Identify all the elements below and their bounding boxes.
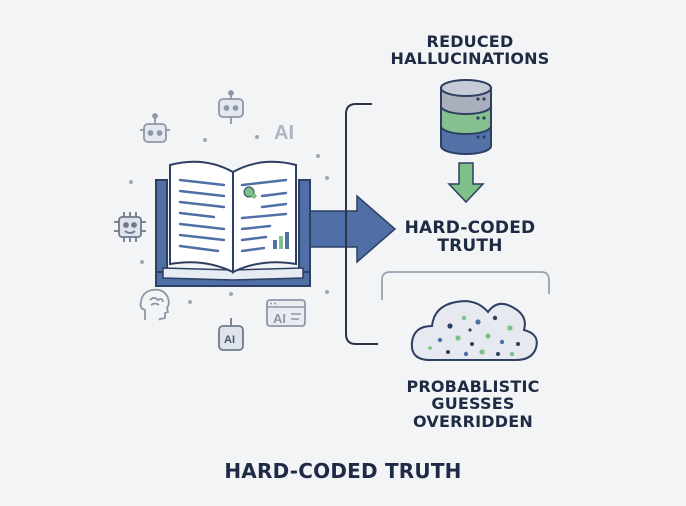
brain-head-icon [139, 288, 170, 321]
ai-window-label: AI [273, 311, 286, 326]
robot-head-icon [218, 90, 244, 124]
connector-bracket [345, 103, 378, 345]
ai-text-label: AI [274, 122, 294, 144]
label-line: REDUCED [426, 32, 514, 51]
label-reduced-hallucinations: REDUCED HALLUCINATIONS [386, 33, 554, 68]
arrow-right-icon [299, 194, 397, 264]
label-line: TRUTH [437, 236, 503, 257]
robot-chip-icon [114, 212, 146, 242]
ai-chip-icon: AI [218, 318, 244, 351]
ai-chip-label: AI [224, 334, 235, 346]
label-probablistic-guesses: PROBABLISTIC GUESSES OVERRIDDEN [398, 378, 548, 430]
label-line: PROBABLISTIC [406, 377, 540, 396]
decorative-dots [129, 135, 329, 304]
robot-icon [140, 113, 170, 143]
database-icon [440, 79, 492, 155]
ai-window-icon: AI [266, 299, 306, 327]
ai-text-icon: AI [274, 122, 294, 144]
cloud-frame [381, 271, 550, 300]
label-line: GUESSES [431, 394, 515, 414]
label-line: HALLUCINATIONS [390, 49, 550, 69]
title-text: HARD-CODED TRUTH [224, 459, 462, 483]
label-hard-coded-truth-middle: HARD-CODED TRUTH [397, 219, 543, 256]
cloud-icon [410, 300, 538, 361]
arrow-down-icon [447, 162, 485, 204]
label-line: OVERRIDDEN [413, 411, 533, 431]
page-title: HARD-CODED TRUTH [173, 459, 513, 483]
open-book-icon [155, 160, 311, 287]
label-line: HARD-CODED [404, 218, 536, 238]
